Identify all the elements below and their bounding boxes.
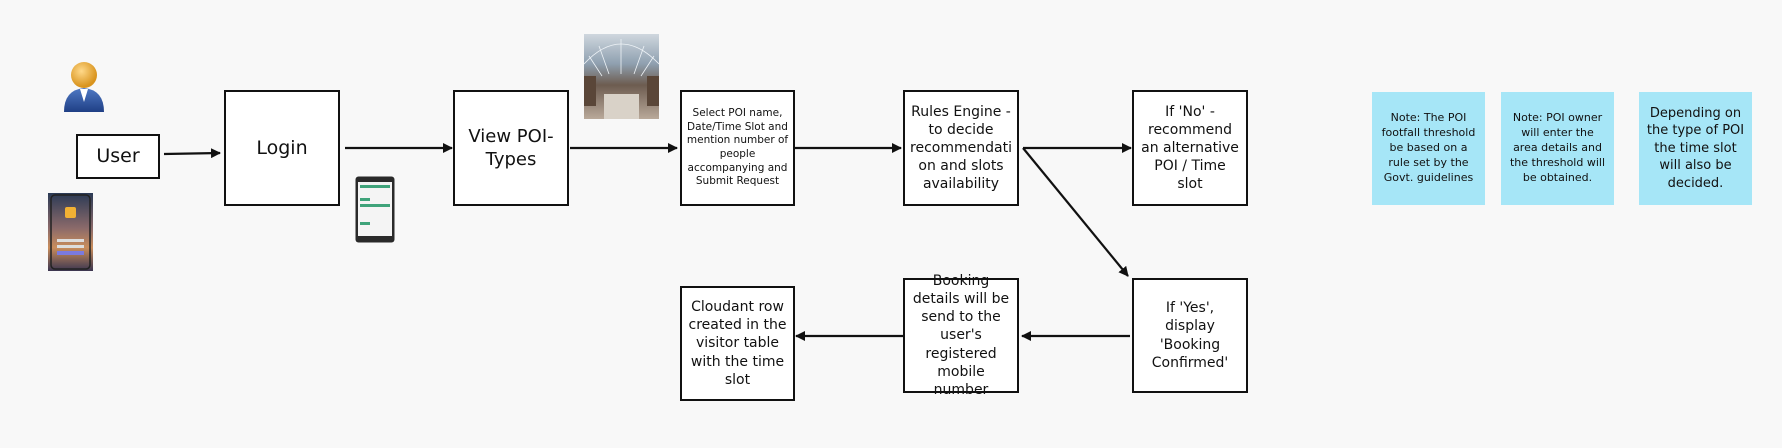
mobile-form-icon	[355, 176, 395, 243]
cloudant-label: Cloudant row created in the visitor tabl…	[688, 299, 787, 388]
note-poi-owner: Note: POI owner will enter the area deta…	[1501, 92, 1614, 205]
select-poi-box: Select POI name, Date/Time Slot and ment…	[680, 90, 795, 206]
view-poi-types-box: View POI-Types	[453, 90, 569, 206]
if-yes-box: If 'Yes', display 'Booking Confirmed'	[1132, 278, 1248, 393]
note-time-slot: Depending on the type of POI the time sl…	[1639, 92, 1752, 205]
if-yes-label: If 'Yes', display 'Booking Confirmed'	[1151, 300, 1229, 371]
user-box: User	[76, 134, 160, 179]
booking-details-box: Booking details will be send to the user…	[903, 273, 1019, 398]
shopping-mall-photo	[584, 34, 659, 119]
arrow-user-login	[163, 148, 221, 159]
view-poi-types-label: View POI-Types	[468, 125, 554, 170]
if-no-box: If 'No' - recommend an alternative POI /…	[1132, 90, 1248, 206]
note-poi-owner-text: Note: POI owner will enter the area deta…	[1509, 111, 1605, 184]
note-time-slot-text: Depending on the type of POI the time sl…	[1646, 105, 1745, 191]
cloudant-box: Cloudant row created in the visitor tabl…	[680, 286, 795, 401]
mobile-app-screenshot	[48, 193, 93, 271]
rules-engine-label: Rules Engine - to decide recommendati on…	[910, 103, 1012, 193]
booking-details-label: Booking details will be send to the user…	[912, 272, 1010, 398]
if-no-label: If 'No' - recommend an alternative POI /…	[1141, 103, 1239, 193]
note-footfall-threshold: Note: The POI footfall threshold be base…	[1372, 92, 1485, 205]
user-avatar-icon	[60, 58, 108, 114]
note-footfall-threshold-text: Note: The POI footfall threshold be base…	[1381, 111, 1476, 184]
rules-engine-box: Rules Engine - to decide recommendati on…	[903, 90, 1019, 206]
user-label: User	[96, 145, 140, 168]
login-box: Login	[224, 90, 340, 206]
arrow-rules-yes	[1022, 147, 1129, 277]
login-label: Login	[256, 136, 308, 159]
select-poi-label: Select POI name, Date/Time Slot and ment…	[686, 107, 789, 188]
